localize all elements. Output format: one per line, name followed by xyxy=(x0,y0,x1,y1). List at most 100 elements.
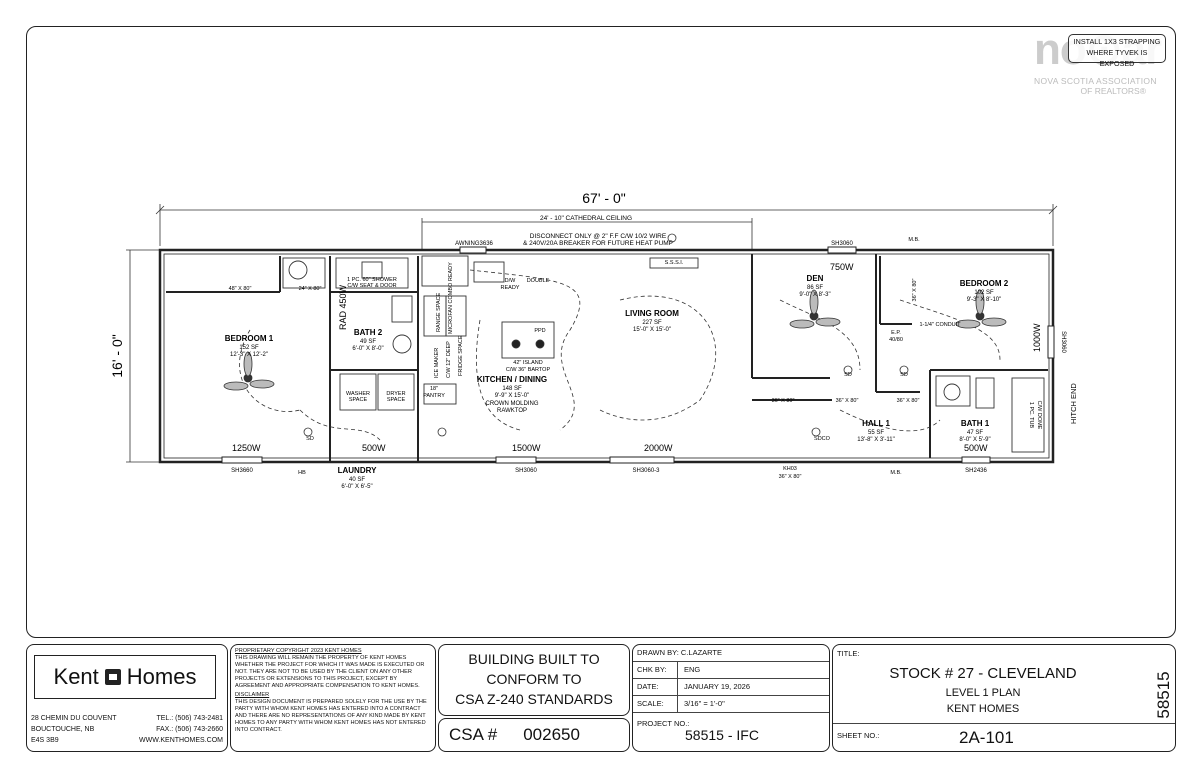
floor-plan: 67' - 0" 16' - 0" 24' - 10" CATHEDRAL CE… xyxy=(109,190,1078,490)
room-bedroom1-dims: 12'-3" X 12'-2" xyxy=(230,352,268,358)
room-laundry-dims: 6'-0" X 6'-5" xyxy=(341,484,372,490)
conduit-label: 1-1/4" CONDUIT xyxy=(919,322,961,328)
disclaimer-title: DISCLAIMER xyxy=(235,692,270,698)
dryer-label-2: SPACE xyxy=(387,397,406,403)
checked-by-label: CHK BY: xyxy=(633,662,678,678)
csa-label: CSA # xyxy=(449,725,498,744)
standards-line1: BUILDING BUILT TO xyxy=(468,651,600,667)
heater-label: RAD 450W xyxy=(338,284,348,330)
window-label: SH3060-3 xyxy=(632,468,660,474)
address-line3: E4S 3B9 xyxy=(31,737,59,744)
washer-label: WASHER xyxy=(346,391,370,397)
range-label: RANGE SPACE xyxy=(436,292,442,332)
island-label: 42" ISLAND xyxy=(513,360,542,366)
project-number-value: 58515 - IFC xyxy=(685,727,759,743)
dishwasher-label: D/W xyxy=(505,278,517,284)
exterior-walls xyxy=(158,248,1055,464)
room-kitchen-note1: CROWN MOLDING xyxy=(486,401,539,407)
heater-label: 1000W xyxy=(1032,323,1042,352)
drawing-sheet xyxy=(26,26,1176,638)
fixture-labels: 1 PC. 60" SHOWER C/W SEAT & DOOR WASHER … xyxy=(229,237,1042,480)
window-label: AWNING3636 xyxy=(455,241,493,247)
island-label-2: C/W 36" BARTOP xyxy=(506,367,551,373)
sheet-number-value: 2A-101 xyxy=(959,728,1014,747)
room-bath1-name: BATH 1 xyxy=(961,419,990,428)
door-label: 36" X 80" xyxy=(836,398,859,404)
ceiling-fan-icon xyxy=(789,289,841,329)
room-bath1-dims: 8'-0" X 5'-9" xyxy=(959,437,990,443)
watermark-org-line1: NOVA SCOTIA ASSOCIATION xyxy=(1034,76,1157,86)
disconnect-note-1: DISCONNECT ONLY @ 2" F.F C/W 10/2 WIRE xyxy=(530,233,667,240)
ceiling-fan-icon xyxy=(223,351,275,391)
closet-label: 48" X 80" xyxy=(229,286,252,292)
strapping-note-line2: WHERE TYVEK IS EXPOSED xyxy=(1086,48,1148,68)
smoke-detector-label: SD xyxy=(900,372,908,378)
window-label: SH3060 xyxy=(1060,331,1066,353)
heater-label: 1500W xyxy=(512,443,541,453)
titleblock-standards: BUILDING BUILT TO CONFORM TO CSA Z-240 S… xyxy=(438,644,630,716)
room-laundry-name: LAUNDRY xyxy=(338,466,377,475)
room-living-area: 227 SF xyxy=(642,320,662,326)
room-hall1-dims: 13'-8" X 3'-11" xyxy=(857,437,894,443)
titleblock-drawing-info: DRAWN BY: C.LAZARTE CHK BY: ENG DATE: JA… xyxy=(632,644,830,752)
pantry-label: 18" xyxy=(430,386,438,392)
drawn-by: DRAWN BY: C.LAZARTE xyxy=(633,645,829,662)
standards-line2: CONFORM TO xyxy=(486,671,582,687)
ceiling-fan-icon xyxy=(955,289,1007,329)
electrical-circuits xyxy=(239,269,1001,441)
room-living-name: LIVING ROOM xyxy=(625,309,679,318)
shower-label: 1 PC. 60" SHOWER xyxy=(347,277,397,283)
ice-maker-label: ICE MAKER xyxy=(434,348,440,378)
closet-label: 36" X 80" xyxy=(912,279,918,302)
smoke-detector-label: SD xyxy=(306,436,314,442)
ppd-label: PPD xyxy=(534,328,545,334)
window-label: SH2436 xyxy=(965,468,987,474)
website-link[interactable]: WWW.KENTHOMES.COM xyxy=(139,737,223,744)
depth-label: C/W 12" DEEP xyxy=(446,341,452,378)
watermark-org-line2: OF REALTORS® xyxy=(1080,86,1146,96)
closet-label: 24" X 80" xyxy=(299,286,322,292)
room-bath2-dims: 6'-0" X 8'-0" xyxy=(352,346,383,352)
double-sink-label: DOUBLE xyxy=(527,278,550,284)
side-project-number: 58515 xyxy=(1154,671,1173,719)
ssi-label: S.S.S.I. xyxy=(665,260,684,266)
date-value: JANUARY 19, 2026 xyxy=(684,682,751,691)
strapping-note-box: INSTALL 1X3 STRAPPING WHERE TYVEK IS EXP… xyxy=(1068,34,1166,68)
door-label: 36" X 80" xyxy=(779,474,802,480)
room-bath2-name: BATH 2 xyxy=(354,328,383,337)
dishwasher-label-2: READY xyxy=(501,285,520,291)
heater-label: 500W xyxy=(362,443,386,453)
light-fixtures xyxy=(303,233,909,437)
house-icon xyxy=(104,669,121,685)
titleblock-title: TITLE: STOCK # 27 - CLEVELAND LEVEL 1 PL… xyxy=(832,644,1176,752)
company-name: Kent xyxy=(53,664,99,689)
scale-value: 3/16" = 1'-0" xyxy=(684,699,725,708)
titleblock-csa: CSA # 002650 xyxy=(438,718,630,752)
phone-number: TEL.: (506) 743-2481 xyxy=(156,715,223,722)
ceiling-note: 24' - 10" CATHEDRAL CEILING xyxy=(540,215,632,222)
window-label: SH3660 xyxy=(231,468,253,474)
room-kitchen-name: KITCHEN / DINING xyxy=(477,375,547,384)
microfan-label: MICROFAN COMBO READY xyxy=(448,262,454,334)
tub-label: 1 PC. TUB xyxy=(1028,402,1034,429)
window-label: SH3060 xyxy=(515,468,537,474)
copyright-text: THIS DRAWING WILL REMAIN THE PROPERTY OF… xyxy=(235,655,425,689)
door-label: 36" X 80" xyxy=(897,398,920,404)
titleblock-copyright: PROPRIETARY COPYRIGHT 2023 KENT HOMES TH… xyxy=(230,644,436,752)
heater-label: 750W xyxy=(830,262,854,272)
project-number-label: PROJECT NO.: xyxy=(637,719,690,728)
titleblock-company: Kent Homes 28 CHEMIN DU COUVENT BOUCTOUC… xyxy=(26,644,228,752)
heater-label: 500W xyxy=(964,443,988,453)
dryer-label: DRYER xyxy=(386,391,405,397)
csa-number: 002650 xyxy=(523,725,580,744)
overall-length-label: 67' - 0" xyxy=(582,190,625,206)
pantry-label-2: PANTRY xyxy=(423,393,445,399)
window-labels: SH3660 SH3060 SH3060-3 SH2436 SH3060 SH3… xyxy=(231,241,1066,474)
room-kitchen-area: 148 SF xyxy=(502,386,522,392)
smoke-co-label: SDCO xyxy=(814,436,831,442)
windows xyxy=(221,246,1055,464)
washer-label-2: SPACE xyxy=(349,397,368,403)
panel-label-2: 40/80 xyxy=(889,337,903,343)
date-label: DATE: xyxy=(633,679,678,695)
title-label: TITLE: xyxy=(837,649,860,658)
